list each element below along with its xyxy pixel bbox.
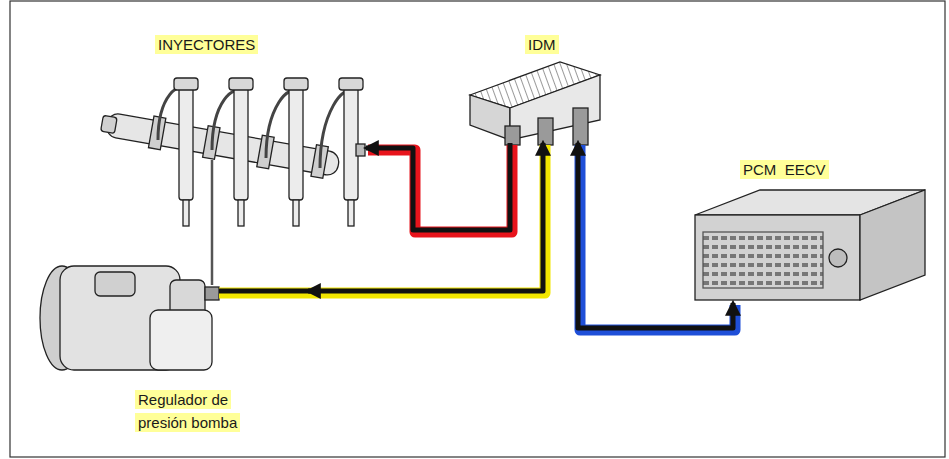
- signal-wire: [366, 143, 512, 232]
- fuel-pipe: [211, 255, 214, 285]
- pcm-side: [860, 190, 925, 300]
- fuel-pipe: [211, 160, 214, 235]
- pump-head: [95, 272, 135, 296]
- pcm-connector: [703, 232, 823, 288]
- idm-plug: [505, 126, 520, 145]
- signal-wire: [212, 235, 213, 255]
- injector-rail: [99, 78, 365, 235]
- label-text: Regulador de presión bomba: [135, 390, 240, 432]
- pressure-regulator: [150, 310, 212, 370]
- component-node: INYECTORES: [100, 30, 368, 235]
- wire-color: [368, 145, 512, 232]
- pcm-logo: [829, 249, 847, 267]
- signal-wire: [578, 143, 735, 330]
- component-node: PCM EECV: [690, 155, 928, 305]
- pcm-unit: [695, 190, 925, 300]
- label-text: PCM EECV: [740, 160, 829, 179]
- injectors: [174, 78, 365, 226]
- component-label: Regulador de presión bomba: [135, 388, 257, 435]
- regulator-plug: [205, 287, 219, 300]
- wire-color: [580, 145, 735, 330]
- wire-color: [310, 145, 545, 293]
- idm-front: [470, 95, 510, 140]
- component-label: INYECTORES: [155, 33, 258, 56]
- label-text: INYECTORES: [155, 35, 258, 54]
- component-node: Regulador de presión bomba: [30, 255, 310, 448]
- idm-module: [470, 62, 600, 145]
- idm-plug: [538, 118, 553, 145]
- wire-stub: [219, 291, 310, 293]
- wire-core: [578, 143, 733, 328]
- rail-body: [105, 112, 341, 176]
- component-label: PCM EECV: [740, 158, 829, 181]
- frame: [10, 1, 945, 457]
- component-node: IDM: [465, 30, 605, 145]
- idm-plug: [573, 108, 588, 145]
- component-label: IDM: [525, 33, 559, 56]
- fuel-pipe: [211, 235, 214, 255]
- rail-cap: [101, 115, 118, 133]
- wire-core: [308, 143, 543, 291]
- pcm-front: [695, 215, 860, 300]
- signal-wire: [308, 143, 545, 293]
- pump: [40, 255, 219, 370]
- wire-core: [366, 143, 510, 230]
- label-text: IDM: [525, 35, 559, 54]
